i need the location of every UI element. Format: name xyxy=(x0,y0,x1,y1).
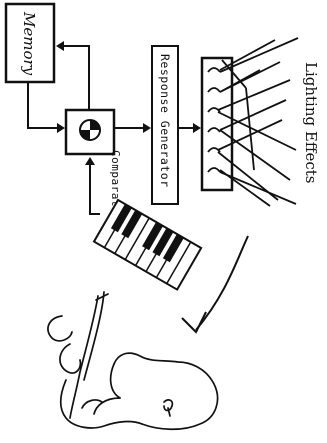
memory-block: Memory xyxy=(6,4,54,82)
keyboard-to-comparator-arrow xyxy=(85,157,100,214)
light-beams xyxy=(218,38,298,206)
memory-to-comparator-arrow xyxy=(28,82,65,133)
generator-to-lights-arrow xyxy=(178,123,201,133)
lighting-effects-label: Lighting Effects xyxy=(302,62,320,184)
memory-label: Memory xyxy=(20,11,38,76)
comparator-symbol-icon xyxy=(80,120,100,140)
response-generator-block: Response Generator xyxy=(152,46,178,204)
comparator-to-generator-arrow xyxy=(114,123,151,133)
lighting-rack xyxy=(202,58,232,190)
figure-icon xyxy=(48,292,218,429)
comparator-to-memory-arrow xyxy=(56,41,89,110)
light-fixture-icon xyxy=(208,68,220,172)
keyboard-icon xyxy=(94,200,201,290)
response-generator-label: Response Generator xyxy=(158,54,172,188)
comparator-block: Comparator xyxy=(66,110,122,221)
